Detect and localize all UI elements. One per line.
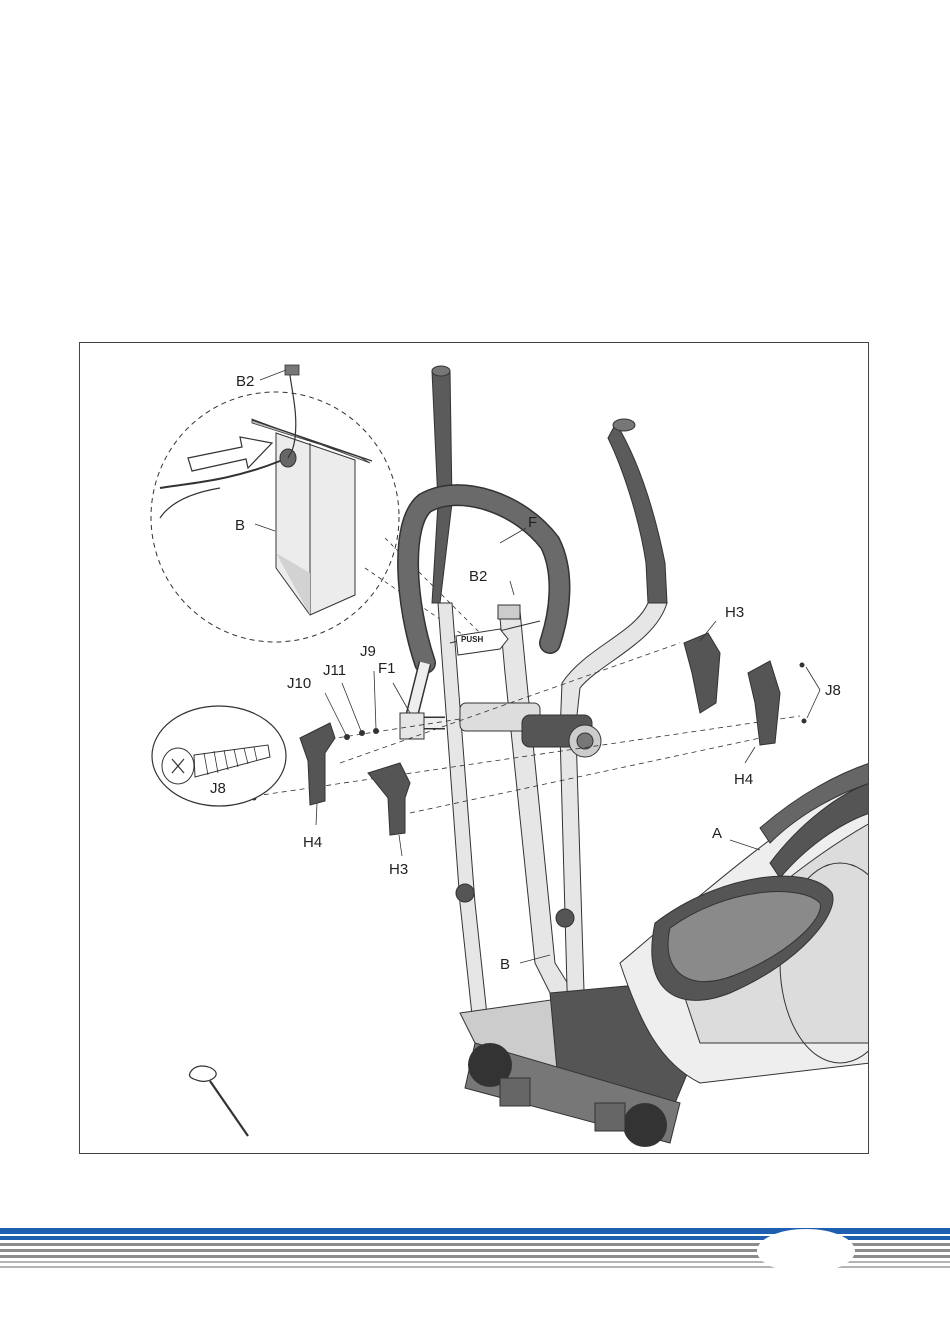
label-b2-main: B2 [469, 569, 487, 584]
label-h3-right: H3 [725, 605, 744, 620]
label-b-main: B [500, 957, 510, 972]
label-b-detail: B [235, 518, 245, 533]
label-b2-detail: B2 [236, 374, 254, 389]
wrench-tool [189, 1066, 248, 1136]
assembly-drawing [80, 343, 869, 1154]
label-f: F [528, 515, 537, 530]
label-j10: J10 [287, 676, 311, 691]
label-j8-detail: J8 [210, 781, 226, 796]
label-f1: F1 [378, 661, 396, 676]
label-a: A [712, 826, 722, 841]
detail-circle [151, 365, 399, 642]
label-j11: J11 [323, 663, 346, 678]
assembly-figure: B2 B F B2 PUSH H3 J8 H4 J9 J11 F1 J10 J8… [79, 342, 869, 1154]
label-h3-center: H3 [389, 862, 408, 877]
label-push: PUSH [461, 636, 483, 644]
label-j9: J9 [360, 644, 376, 659]
label-h4-right: H4 [734, 772, 753, 787]
body-a [620, 763, 869, 1083]
label-h4-left: H4 [303, 835, 322, 850]
label-j8-right: J8 [825, 683, 841, 698]
page-number-badge [757, 1229, 855, 1273]
